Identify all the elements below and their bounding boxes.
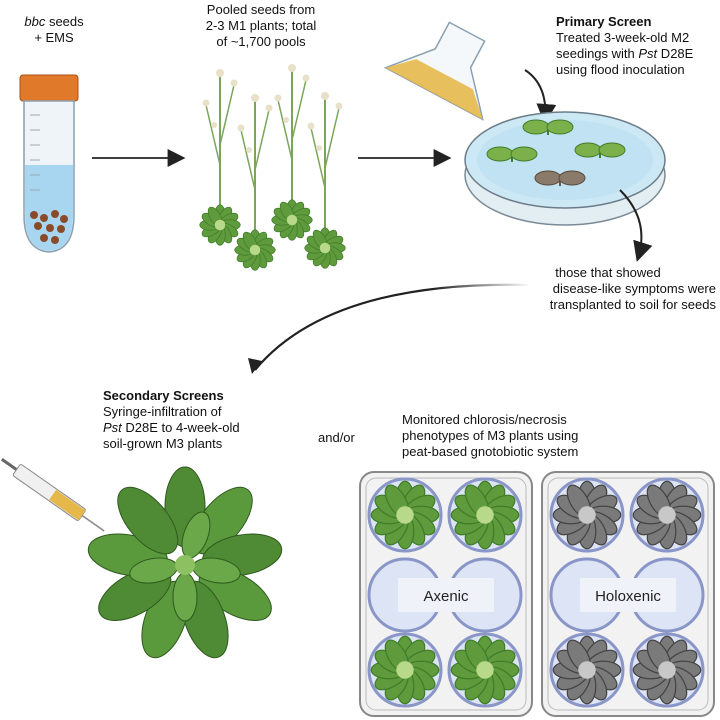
gnoto-line3: peat-based gnotobiotic system xyxy=(402,444,579,459)
gnotobiotic-label: Monitored chlorosis/necrosis phenotypes … xyxy=(402,412,622,460)
pst-text-2: Pst xyxy=(103,420,122,435)
syringe-icon xyxy=(0,458,105,532)
secondary-line2-rest: D28E to 4-week-old xyxy=(121,420,240,435)
transplant-line2: disease-like symptoms were xyxy=(552,281,716,296)
step2-line3: of ~1,700 pools xyxy=(216,34,306,49)
primary-line2: seedings with xyxy=(556,46,639,61)
axenic-label: Axenic xyxy=(423,588,469,605)
transplant-line3: transplanted to soil for seeds xyxy=(549,297,716,312)
ems-tube-icon xyxy=(19,74,79,253)
primary-screen-label: Primary Screen Treated 3-week-old M2 see… xyxy=(556,14,716,78)
arrow-3 xyxy=(619,189,653,262)
holoxenic-tray xyxy=(541,471,715,717)
flowering-plants-icon xyxy=(200,64,346,270)
seeds-text: seeds xyxy=(45,14,84,29)
holoxenic-label: Holoxenic xyxy=(595,588,661,605)
and-or-label: and/or xyxy=(318,430,355,445)
petri-dish-icon xyxy=(464,111,666,226)
pst-text: Pst xyxy=(638,46,658,61)
gnoto-line1: Monitored chlorosis/necrosis xyxy=(402,412,567,427)
bbc-text: bbc xyxy=(24,14,46,29)
transplant-label: those that showed disease-like symptoms … xyxy=(500,265,716,313)
transplant-line1: those that showed xyxy=(555,265,661,280)
arrow-4 xyxy=(254,283,531,371)
step2-label: Pooled seeds from 2-3 M1 plants; total o… xyxy=(186,2,336,50)
primary-line1: Treated 3-week-old M2 xyxy=(556,30,690,45)
step1-label: bbc seeds + EMS xyxy=(14,14,94,46)
secondary-title: Secondary Screens xyxy=(103,388,224,403)
large-rosette-icon xyxy=(87,466,283,659)
primary-title: Primary Screen xyxy=(556,14,652,29)
step2-line1: Pooled seeds from xyxy=(206,2,316,17)
axenic-tray xyxy=(359,471,533,717)
step2-line2: 2-3 M1 plants; total xyxy=(205,18,317,33)
secondary-line3: soil-grown M3 plants xyxy=(103,436,223,451)
ems-text: + EMS xyxy=(34,30,74,45)
secondary-line1: Syringe-infiltration of xyxy=(103,404,222,419)
primary-line2-rest: D28E xyxy=(657,46,694,61)
secondary-screens-label: Secondary Screens Syringe-infiltration o… xyxy=(103,388,303,452)
primary-line3: using flood inoculation xyxy=(556,62,685,77)
flask-icon xyxy=(383,21,486,121)
arrow-4-head xyxy=(248,358,262,374)
gnoto-line2: phenotypes of M3 plants using xyxy=(402,428,579,443)
